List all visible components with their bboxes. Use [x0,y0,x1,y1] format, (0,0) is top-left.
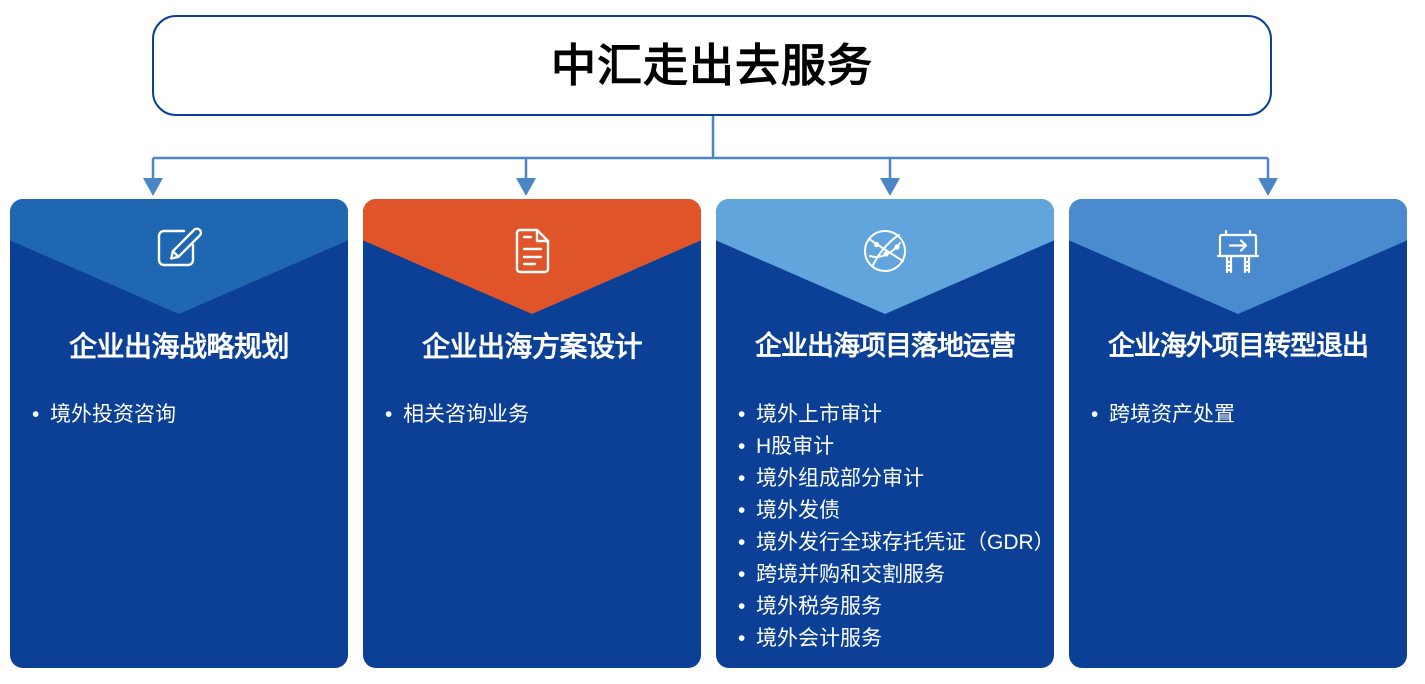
service-card-solution-design[interactable]: 企业出海方案设计 相关咨询业务 [363,199,701,668]
connector-arrow-4 [1258,178,1278,196]
list-item: 境外发行全球存托凭证（GDR） [738,527,1054,559]
page-title: 中汇走出去服务 [550,40,873,91]
service-card-strategy-planning[interactable]: 企业出海战略规划 境外投资咨询 [10,199,348,668]
card-bullet-list: 相关咨询业务 [385,399,691,431]
service-card-list: 企业出海战略规划 境外投资咨询 企业出海方案设计 相关咨询业务 [10,199,1415,668]
connector-arrow-2 [516,178,536,196]
card-bullet-list: 境外上市审计 H股审计 境外组成部分审计 境外发债 境外发行全球存托凭证（GDR… [738,399,1054,655]
card-title: 企业海外项目转型退出 [1108,331,1369,361]
card-title: 企业出海战略规划 [68,331,290,362]
list-item: 境外发债 [738,495,1044,527]
list-item: 跨境资产处置 [1091,399,1397,431]
globe-network-icon [716,225,1054,277]
list-item: 境外会计服务 [738,623,1044,655]
service-card-transition-exit[interactable]: 企业海外项目转型退出 跨境资产处置 [1069,199,1407,668]
list-item: 相关咨询业务 [385,399,691,431]
connector-arrow-1 [143,178,163,196]
signboard-arrow-icon [1069,225,1407,277]
card-bullet-list: 境外投资咨询 [32,399,338,431]
list-item: 境外组成部分审计 [738,463,1044,495]
card-title: 企业出海项目落地运营 [755,331,1016,361]
page-title-box: 中汇走出去服务 [152,15,1272,116]
list-item: 境外上市审计 [738,399,1044,431]
card-bullet-list: 跨境资产处置 [1091,399,1397,431]
document-icon [363,225,701,277]
service-card-project-operation[interactable]: 企业出海项目落地运营 境外上市审计 H股审计 境外组成部分审计 境外发债 境外发… [716,199,1054,668]
list-item: 境外投资咨询 [32,399,338,431]
list-item: 境外税务服务 [738,591,1044,623]
card-title: 企业出海方案设计 [421,331,643,362]
connector-arrow-3 [880,178,900,196]
pencil-edit-icon [10,225,348,277]
list-item: 跨境并购和交割服务 [738,559,1044,591]
list-item: H股审计 [738,431,1044,463]
